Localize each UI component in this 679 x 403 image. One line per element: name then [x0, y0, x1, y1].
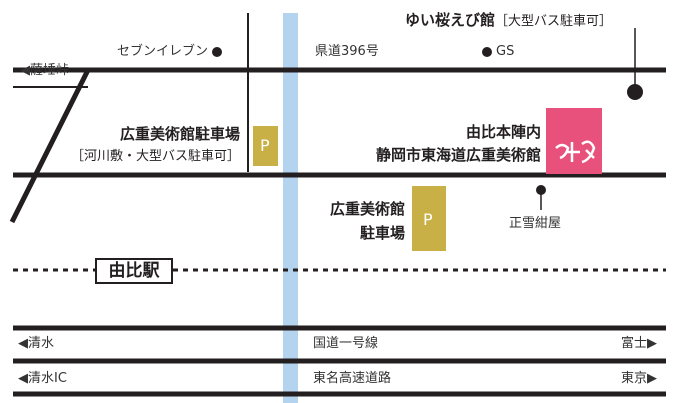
diagonal-road: [9, 68, 91, 224]
seven-eleven-dot: [212, 47, 222, 57]
parking-center-line1: 広重美術館: [329, 200, 405, 218]
parking-left-note: ［河川敷・大型バス駐車可］: [70, 149, 240, 164]
yui-pin-dot: [627, 84, 643, 100]
gs-label: GS: [496, 44, 515, 59]
parking-center-line2: 駐車場: [359, 224, 405, 242]
yui-station: 由比駅: [95, 258, 173, 284]
shoreiya-label: 正雪紺屋: [509, 216, 562, 231]
museum-line2: 静岡市東海道広重美術館: [375, 146, 541, 164]
shimizu-direction: ◀清水: [18, 336, 54, 351]
museum-logo-mark: [555, 140, 596, 164]
yui-sakuraebi-name: ゆい桜えび館: [405, 11, 496, 29]
yui-sakuraebi-note: ［大型バス駐車可］: [495, 14, 613, 29]
river: [283, 13, 298, 403]
seven-eleven-label: セブンイレブン: [116, 44, 208, 59]
parking-left-sign: P: [253, 126, 278, 166]
yui-sakuraebi-label: ゆい桜えび館［大型バス駐車可］: [405, 11, 613, 29]
tokyo-direction: 東京▶: [621, 371, 657, 386]
museum-logo: [546, 108, 602, 174]
route1-label: 国道一号線: [313, 336, 379, 351]
parking-left-symbol: P: [260, 136, 270, 155]
tomei-label: 東名高速道路: [313, 371, 392, 386]
parking-center-symbol: P: [423, 210, 433, 229]
fuji-direction: 富士▶: [621, 336, 657, 351]
parking-center-sign: P: [412, 186, 446, 251]
shimizu-ic-direction: ◀清水IC: [18, 371, 67, 386]
prefectural-road-label: 県道396号: [315, 44, 379, 59]
parking-left-title: 広重美術館駐車場: [119, 125, 240, 143]
shoreiya-dot: [536, 185, 546, 195]
museum-line1: 由比本陣内: [465, 123, 541, 141]
gs-dot: [482, 47, 492, 57]
satta-direction: ◀薩埵峠: [20, 63, 69, 78]
